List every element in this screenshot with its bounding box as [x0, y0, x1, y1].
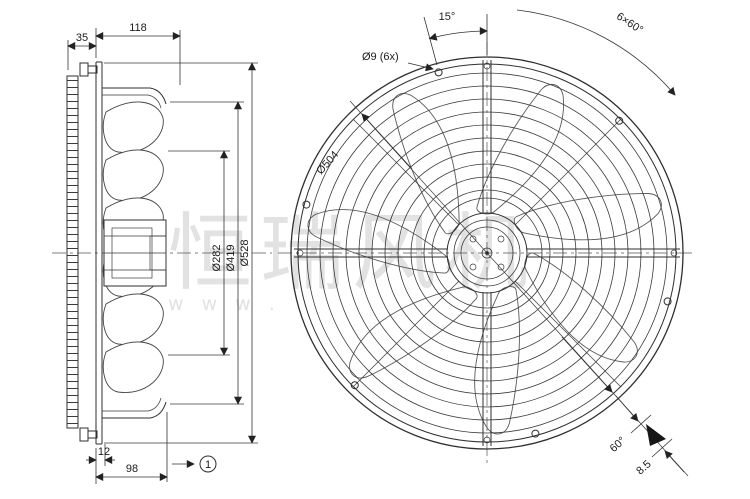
dim-dia-mid-text: Ø419	[225, 245, 237, 272]
dim-grille-offset: 12	[86, 444, 115, 484]
grille-struts	[294, 60, 680, 446]
dim-hole-callout-text: Ø9 (6x)	[362, 51, 399, 63]
guard-grille-profile	[66, 75, 79, 429]
dim-dia-outer-text: Ø528	[239, 240, 251, 267]
dim-hole-callout: Ø9 (6x)	[362, 51, 434, 72]
dim-hole-offset-angle: 15°	[423, 11, 488, 66]
dim-grille-offset-text: 12	[98, 446, 110, 458]
guard-grille-rings	[290, 56, 684, 450]
blade-section-profile	[646, 424, 666, 446]
dim-dia-outer: Ø528	[104, 62, 258, 444]
dim-overall-depth: 98	[95, 412, 168, 482]
hub	[431, 197, 543, 309]
ref-balloon-number: 1	[205, 459, 211, 471]
wall-ring-plate	[95, 61, 103, 445]
dim-flange-depth-text: 35	[76, 32, 88, 44]
mount-bolt-bottom	[79, 427, 98, 442]
dim-flange-depth: 35	[67, 28, 97, 70]
dim-hole-spacing: 6×60°	[516, 9, 676, 96]
dim-dia-mid: Ø419	[170, 101, 244, 405]
dim-dia-inner-text: Ø282	[211, 245, 223, 272]
dim-overall-depth-text: 98	[126, 463, 138, 475]
dim-total-depth-text: 118	[129, 22, 147, 34]
dim-blade-width-text: 8.5	[634, 458, 653, 477]
dim-hole-spacing-text: 6×60°	[614, 11, 645, 37]
dim-hole-offset-angle-text: 15°	[439, 11, 456, 23]
fan-blades	[305, 84, 667, 439]
mount-bolt-top	[79, 62, 98, 77]
motor-hub	[103, 219, 167, 287]
impeller-side-blades	[102, 101, 164, 393]
dim-total-depth: 118	[95, 22, 181, 85]
ref-balloon: 1	[172, 455, 217, 473]
blade-section-detail: 60° 8.5	[608, 395, 685, 477]
dim-dia-inner: Ø282	[168, 150, 230, 356]
dim-blade-angle-text: 60°	[608, 435, 628, 455]
mounting-holes	[302, 68, 672, 438]
venturi-housing	[102, 87, 167, 419]
side-view: 35 118 12 98 Ø282	[52, 22, 272, 484]
